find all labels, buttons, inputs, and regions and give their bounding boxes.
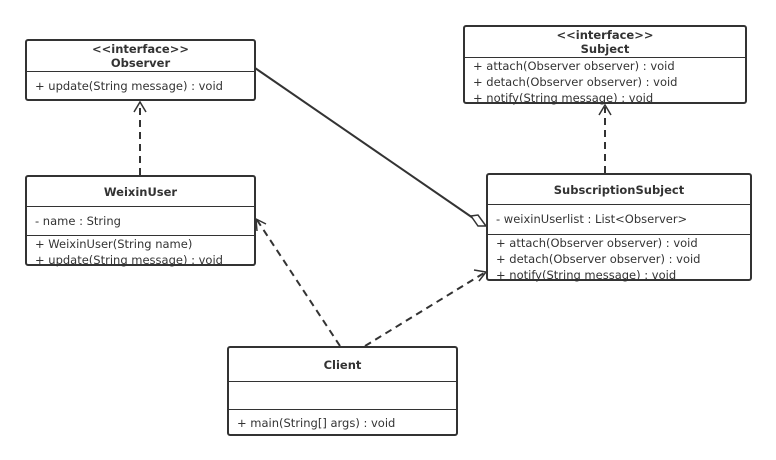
class-subject[interactable]: <<interface>> Subject + attach(Observer …: [463, 25, 747, 105]
stereotype-label: <<interface>>: [556, 28, 654, 42]
method: + update(String message) : void: [35, 79, 223, 93]
dependency-line-weixinuser: [256, 219, 341, 347]
realization-arrow-observer: [133, 100, 147, 113]
attributes-empty: [229, 381, 456, 409]
method: + detach(Observer observer) : void: [473, 75, 678, 89]
class-name: Observer: [110, 56, 171, 70]
class-weixinuser[interactable]: WeixinUser - name : String + WeixinUser(…: [25, 175, 256, 267]
method: + notify(String message) : void: [473, 91, 654, 105]
class-name: WeixinUser: [103, 184, 178, 199]
attribute: - weixinUserlist : List<Observer>: [496, 212, 688, 226]
aggregation-line: [254, 67, 474, 219]
aggregation-diamond: [469, 214, 488, 227]
attribute: - name : String: [35, 214, 121, 228]
class-name: Subject: [580, 42, 630, 56]
method: + main(String[] args) : void: [237, 416, 396, 430]
dependency-line-subscription: [364, 272, 485, 347]
stereotype-label: <<interface>>: [91, 42, 190, 56]
class-name: Client: [323, 357, 362, 372]
method: + WeixinUser(String name): [35, 237, 193, 251]
method: + notify(String message) : void: [496, 268, 677, 282]
class-name: SubscriptionSubject: [553, 182, 685, 197]
method: + detach(Observer observer) : void: [496, 252, 701, 266]
dependency-arrow-weixinuser: [255, 217, 267, 232]
method: + attach(Observer observer) : void: [473, 59, 675, 73]
realization-arrow-subject: [598, 103, 612, 116]
method: + attach(Observer observer) : void: [496, 236, 698, 250]
method: + update(String message) : void: [35, 253, 223, 267]
class-observer[interactable]: <<interface>> Observer + update(String m…: [25, 39, 256, 101]
class-subscriptionsubject[interactable]: SubscriptionSubject - weixinUserlist : L…: [486, 173, 752, 282]
class-client[interactable]: Client + main(String[] args) : void: [227, 346, 458, 436]
